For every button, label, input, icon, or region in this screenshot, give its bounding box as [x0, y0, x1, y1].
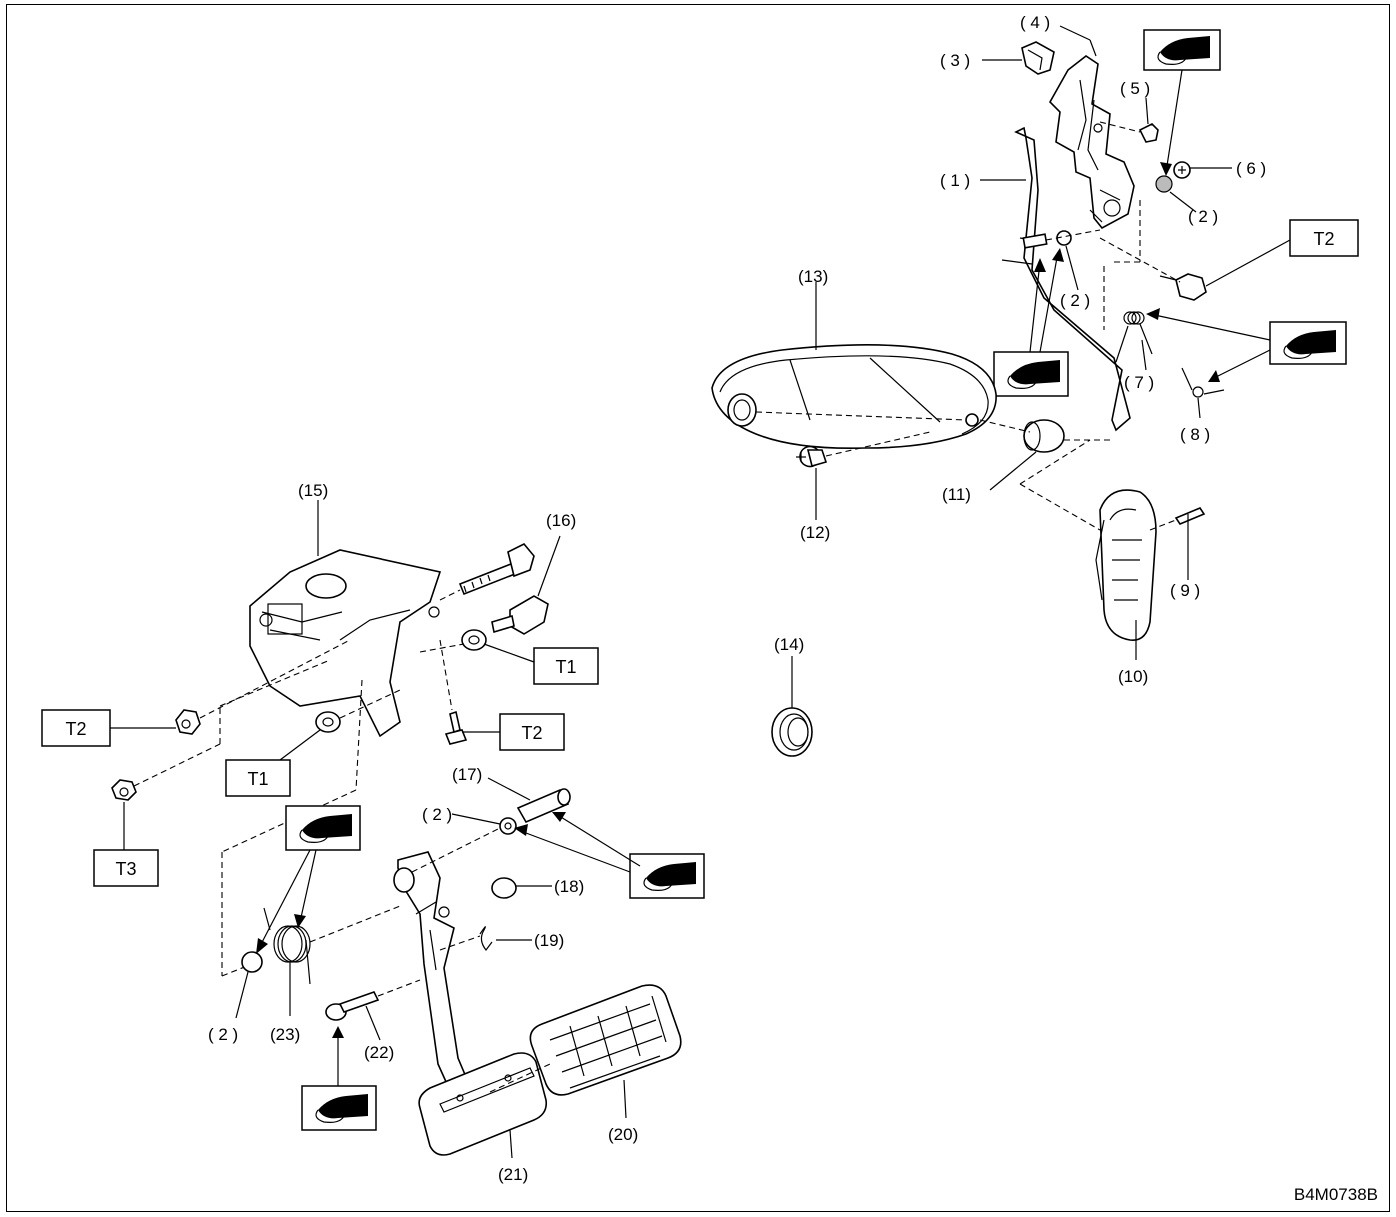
- label-part-6: ( 6 ): [1236, 159, 1266, 178]
- torque-box-t1-right: [533, 647, 599, 685]
- nut-part-5: [1138, 123, 1159, 143]
- clip-part-19: [479, 926, 493, 951]
- bushing-part-2c: [499, 817, 517, 835]
- cover-part-13: [711, 344, 997, 450]
- grease-tube-icon: [993, 351, 1069, 397]
- label-part-18: (18): [554, 877, 584, 896]
- label-part-4: ( 4 ): [1020, 13, 1050, 32]
- nut-t1-left: [315, 711, 341, 733]
- figure-code: B4M0738B: [1294, 1185, 1378, 1204]
- grommet-part-14: [771, 707, 813, 757]
- torque-box-t1-left: [225, 759, 291, 797]
- label-part-15: (15): [298, 481, 328, 500]
- bolt-t2-lower: [444, 710, 468, 745]
- torque-label-t1-left: T1: [247, 769, 268, 789]
- torque-label-t2-top: T2: [1313, 229, 1334, 249]
- pipe-part-17: [516, 788, 571, 824]
- bolt-upper: [1159, 273, 1207, 301]
- label-part-11: (11): [942, 485, 971, 504]
- brake-pad-part-21: [418, 1052, 548, 1156]
- clip-part-8: [1181, 367, 1225, 398]
- label-part-16: (16): [546, 511, 576, 530]
- brake-pedal-arm: [393, 851, 476, 1106]
- label-part-9: ( 9 ): [1170, 581, 1200, 600]
- pad-cover-part-20: [529, 984, 682, 1096]
- torque-box-t3: [93, 849, 159, 887]
- nut-t2-left: [175, 709, 201, 735]
- cap-part-18: [491, 877, 517, 899]
- label-part-7: ( 7 ): [1124, 373, 1154, 392]
- label-part-3: ( 3 ): [940, 51, 970, 70]
- bushing-part-2a: [1155, 175, 1173, 193]
- label-part-1: ( 1 ): [940, 171, 970, 190]
- label-part-8: ( 8 ): [1180, 425, 1210, 444]
- bolt-part-22: [325, 991, 380, 1021]
- pedal-pad-part-10: [1095, 489, 1157, 641]
- diagram-frame: [6, 4, 1390, 1212]
- torque-label-t3: T3: [115, 859, 136, 879]
- torque-box-t2-top: [1289, 219, 1359, 257]
- label-part-17: (17): [452, 765, 482, 784]
- spring-part-23: [263, 907, 311, 985]
- nut-t3: [111, 779, 137, 801]
- bolt-long: [458, 543, 535, 596]
- nut-t1-right: [461, 629, 487, 651]
- label-part-12: (12): [800, 523, 830, 542]
- label-part-2c: ( 2 ): [422, 805, 452, 824]
- stopper-part-11: [1023, 419, 1065, 453]
- grease-tube-icon: [629, 853, 705, 899]
- torque-label-t2-left: T2: [65, 719, 86, 739]
- clip-part-12: [796, 445, 828, 468]
- label-part-2b: ( 2 ): [1060, 291, 1090, 310]
- spring-part-7: [1115, 311, 1153, 363]
- label-part-19: (19): [534, 931, 564, 950]
- torque-label-t2-bottom: T2: [521, 723, 542, 743]
- label-part-22: (22): [364, 1043, 394, 1062]
- label-part-23: (23): [270, 1025, 300, 1044]
- label-part-2a: ( 2 ): [1188, 207, 1218, 226]
- label-part-5: ( 5 ): [1120, 79, 1150, 98]
- grease-tube-icon: [1269, 321, 1347, 365]
- grease-tube-icon: [301, 1085, 377, 1131]
- pedal-arm-part-1: [1001, 126, 1131, 432]
- torque-label-t1-right: T1: [555, 657, 576, 677]
- switch-part-16: [491, 595, 549, 635]
- torque-box-t2-bottom: [499, 713, 565, 751]
- label-part-10: (10): [1118, 667, 1148, 686]
- pin-part-9: [1174, 507, 1206, 525]
- bracket-part-4: [1049, 55, 1135, 230]
- clip-part-3: [1021, 41, 1055, 75]
- label-part-21: (21): [498, 1165, 528, 1184]
- label-part-2d: ( 2 ): [208, 1025, 238, 1044]
- label-part-13: (13): [798, 267, 828, 286]
- grease-tube-icon: [1143, 29, 1221, 71]
- grease-tube-icon: [285, 805, 361, 851]
- bushing-part-2d: [241, 951, 263, 973]
- label-part-20: (20): [608, 1125, 638, 1144]
- label-part-14: (14): [774, 635, 804, 654]
